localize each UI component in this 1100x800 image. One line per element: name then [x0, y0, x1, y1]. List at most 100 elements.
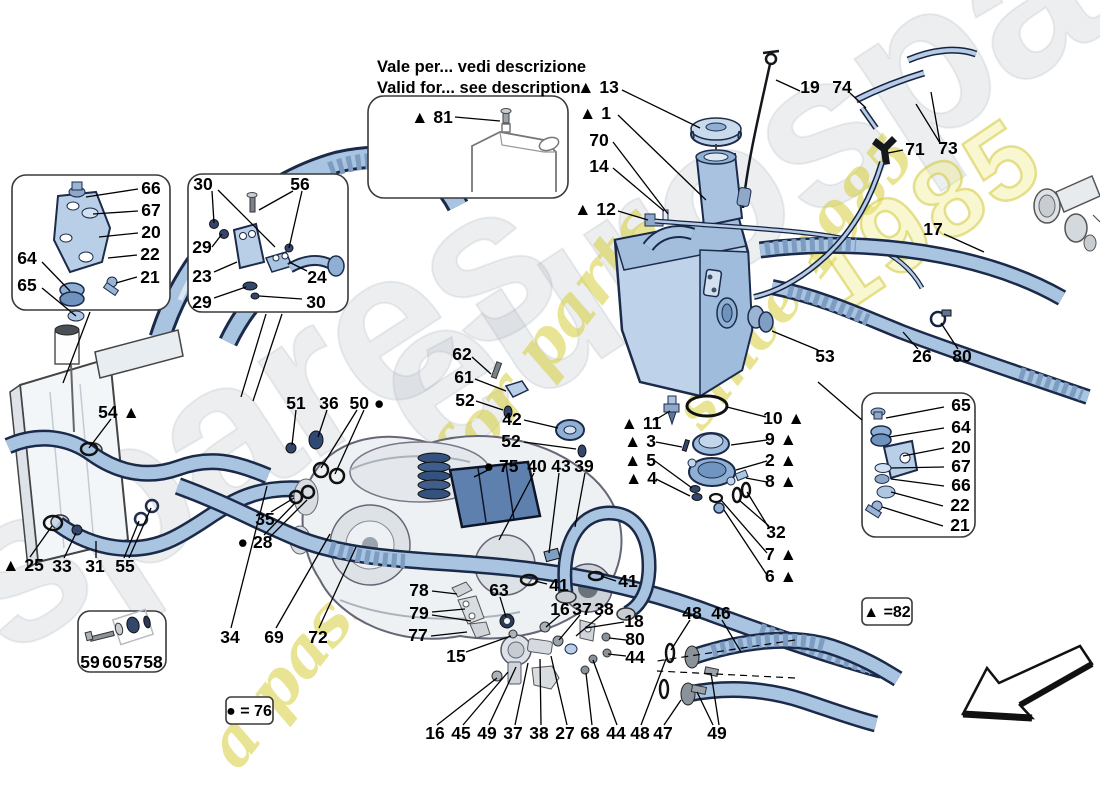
callout-label: 55 — [115, 556, 135, 576]
union-valve-assembly — [451, 581, 612, 690]
callout-label: 66 — [951, 475, 971, 495]
callout-label: 15 — [446, 646, 466, 666]
leader-line — [252, 313, 283, 402]
leader-line — [775, 79, 801, 92]
leader-line — [431, 608, 466, 613]
callout-label: 2 ▲ — [765, 450, 797, 470]
leader-line — [746, 491, 770, 529]
leader-line — [107, 254, 138, 259]
leader-line — [849, 92, 867, 109]
callout-label: 36 — [319, 393, 339, 413]
callout-label: 9 ▲ — [765, 429, 797, 449]
dipstick — [736, 49, 780, 209]
leader-line — [817, 381, 863, 421]
leader-line — [211, 190, 215, 224]
callout-label: 56 — [290, 174, 310, 194]
leader-line — [41, 287, 77, 317]
leader-line — [890, 491, 944, 507]
leader-line — [240, 313, 267, 398]
leader-line — [473, 469, 489, 478]
leader-line — [771, 330, 819, 351]
callout-label: ● 75 — [484, 456, 519, 476]
callout-label: 69 — [264, 627, 284, 647]
leader-line — [320, 409, 358, 469]
hose-39 — [519, 505, 657, 621]
leader-line — [318, 546, 357, 629]
leader-line — [621, 89, 701, 129]
leader-line — [585, 621, 625, 629]
leader-line — [558, 614, 581, 641]
leader-line — [275, 533, 331, 629]
leader-line — [738, 499, 770, 527]
oil-cooler-radiator — [9, 324, 184, 570]
callout-label: 42 — [502, 409, 522, 429]
callout-label: 16 — [550, 599, 570, 619]
leader-line — [585, 672, 593, 726]
callout-label: ▲ 11 — [621, 413, 662, 433]
leader-line — [499, 596, 507, 618]
leader-line — [600, 575, 617, 582]
callout-label: 20 — [141, 222, 161, 242]
callout-label: 10 ▲ — [763, 408, 805, 428]
callout-label: 44 — [625, 647, 645, 667]
leader-line — [592, 659, 618, 726]
callout-label: ● 28 — [238, 532, 273, 552]
legend-triangle: ▲ =82 — [861, 597, 913, 626]
callout-label: 41 — [549, 575, 569, 595]
callout-label: 32 — [766, 522, 786, 542]
callout-label: 27 — [555, 723, 574, 743]
callout-label: 33 — [52, 556, 72, 576]
callout-label: 47 — [653, 723, 672, 743]
callout-label: ▲ 4 — [625, 468, 657, 488]
leader-line — [465, 635, 512, 653]
leader-line — [655, 441, 683, 448]
callout-label: 26 — [912, 346, 932, 366]
callout-label: ▲ 13 — [577, 77, 619, 97]
callout-label: 43 — [551, 456, 571, 476]
leader-line — [334, 409, 365, 475]
leader-line — [62, 311, 91, 384]
callout-label: 40 — [527, 456, 547, 476]
callout-label: 79 — [409, 603, 429, 623]
callout-label: 41 — [618, 571, 638, 591]
callout-label: 48 — [682, 603, 702, 623]
callout-label: 19 — [800, 77, 820, 97]
callout-label: 64 — [17, 248, 37, 268]
callout-label: 74 — [832, 77, 852, 97]
callout-label: 6 ▲ — [765, 566, 797, 586]
leader-line — [902, 331, 919, 350]
leader-line — [471, 356, 492, 375]
callout-label: 31 — [85, 556, 105, 576]
callout-label: 49 — [477, 723, 497, 743]
leader-line — [723, 509, 768, 576]
leader-line — [514, 662, 529, 726]
leader-line — [730, 439, 768, 446]
legend-dot: ● = 76 — [225, 696, 274, 725]
leader-line — [63, 532, 77, 559]
leader-line — [887, 149, 904, 154]
leader-line — [696, 691, 714, 726]
leader-line — [217, 189, 276, 248]
leader-lines — [29, 79, 985, 726]
oil-tank — [613, 49, 925, 398]
hoses-46-47 — [658, 631, 903, 733]
leader-line — [888, 427, 945, 438]
callout-label: 52 — [501, 431, 521, 451]
leader-line — [258, 295, 303, 300]
callout-label: 53 — [815, 346, 835, 366]
leader-line — [288, 261, 308, 272]
callout-label: 38 — [529, 723, 549, 743]
leader-line — [545, 614, 561, 628]
callout-label: 80 — [952, 346, 972, 366]
callout-label: 68 — [580, 723, 600, 743]
leader-line — [454, 116, 501, 122]
leader-line — [930, 91, 941, 144]
callout-label: 44 — [606, 723, 626, 743]
pump-small-parts — [285, 361, 587, 505]
leader-line — [474, 378, 507, 392]
leader-line — [534, 580, 548, 585]
leader-line — [317, 409, 328, 438]
callout-label: 45 — [451, 723, 471, 743]
leader-line — [915, 103, 941, 144]
callout-label: 39 — [574, 456, 594, 476]
